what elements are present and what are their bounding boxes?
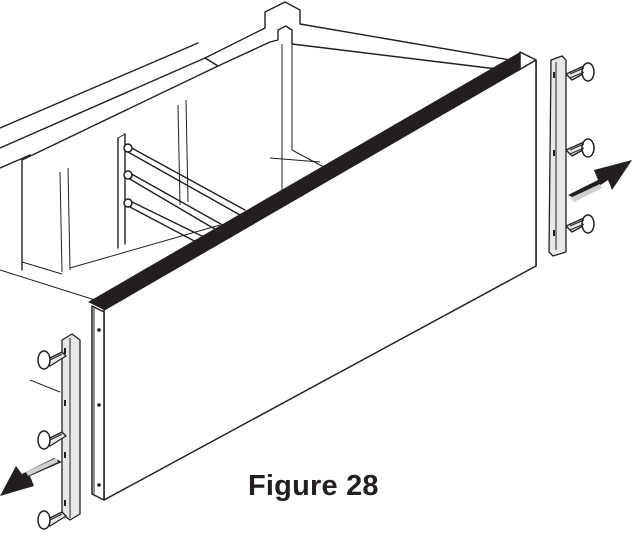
screw-icon	[565, 62, 595, 82]
screw-icon	[37, 510, 67, 530]
figure-caption: Figure 28	[248, 470, 379, 502]
screw-icon	[37, 350, 67, 370]
drawer-front-panel	[88, 51, 537, 501]
right-bracket	[548, 55, 567, 257]
arrow-icon	[0, 458, 62, 496]
screw-icon	[565, 214, 595, 234]
arrow-icon	[568, 160, 632, 202]
left-bracket	[61, 333, 81, 521]
screw-icon	[565, 138, 595, 158]
drawer-box	[0, 1, 511, 301]
screw-icon	[37, 430, 67, 450]
